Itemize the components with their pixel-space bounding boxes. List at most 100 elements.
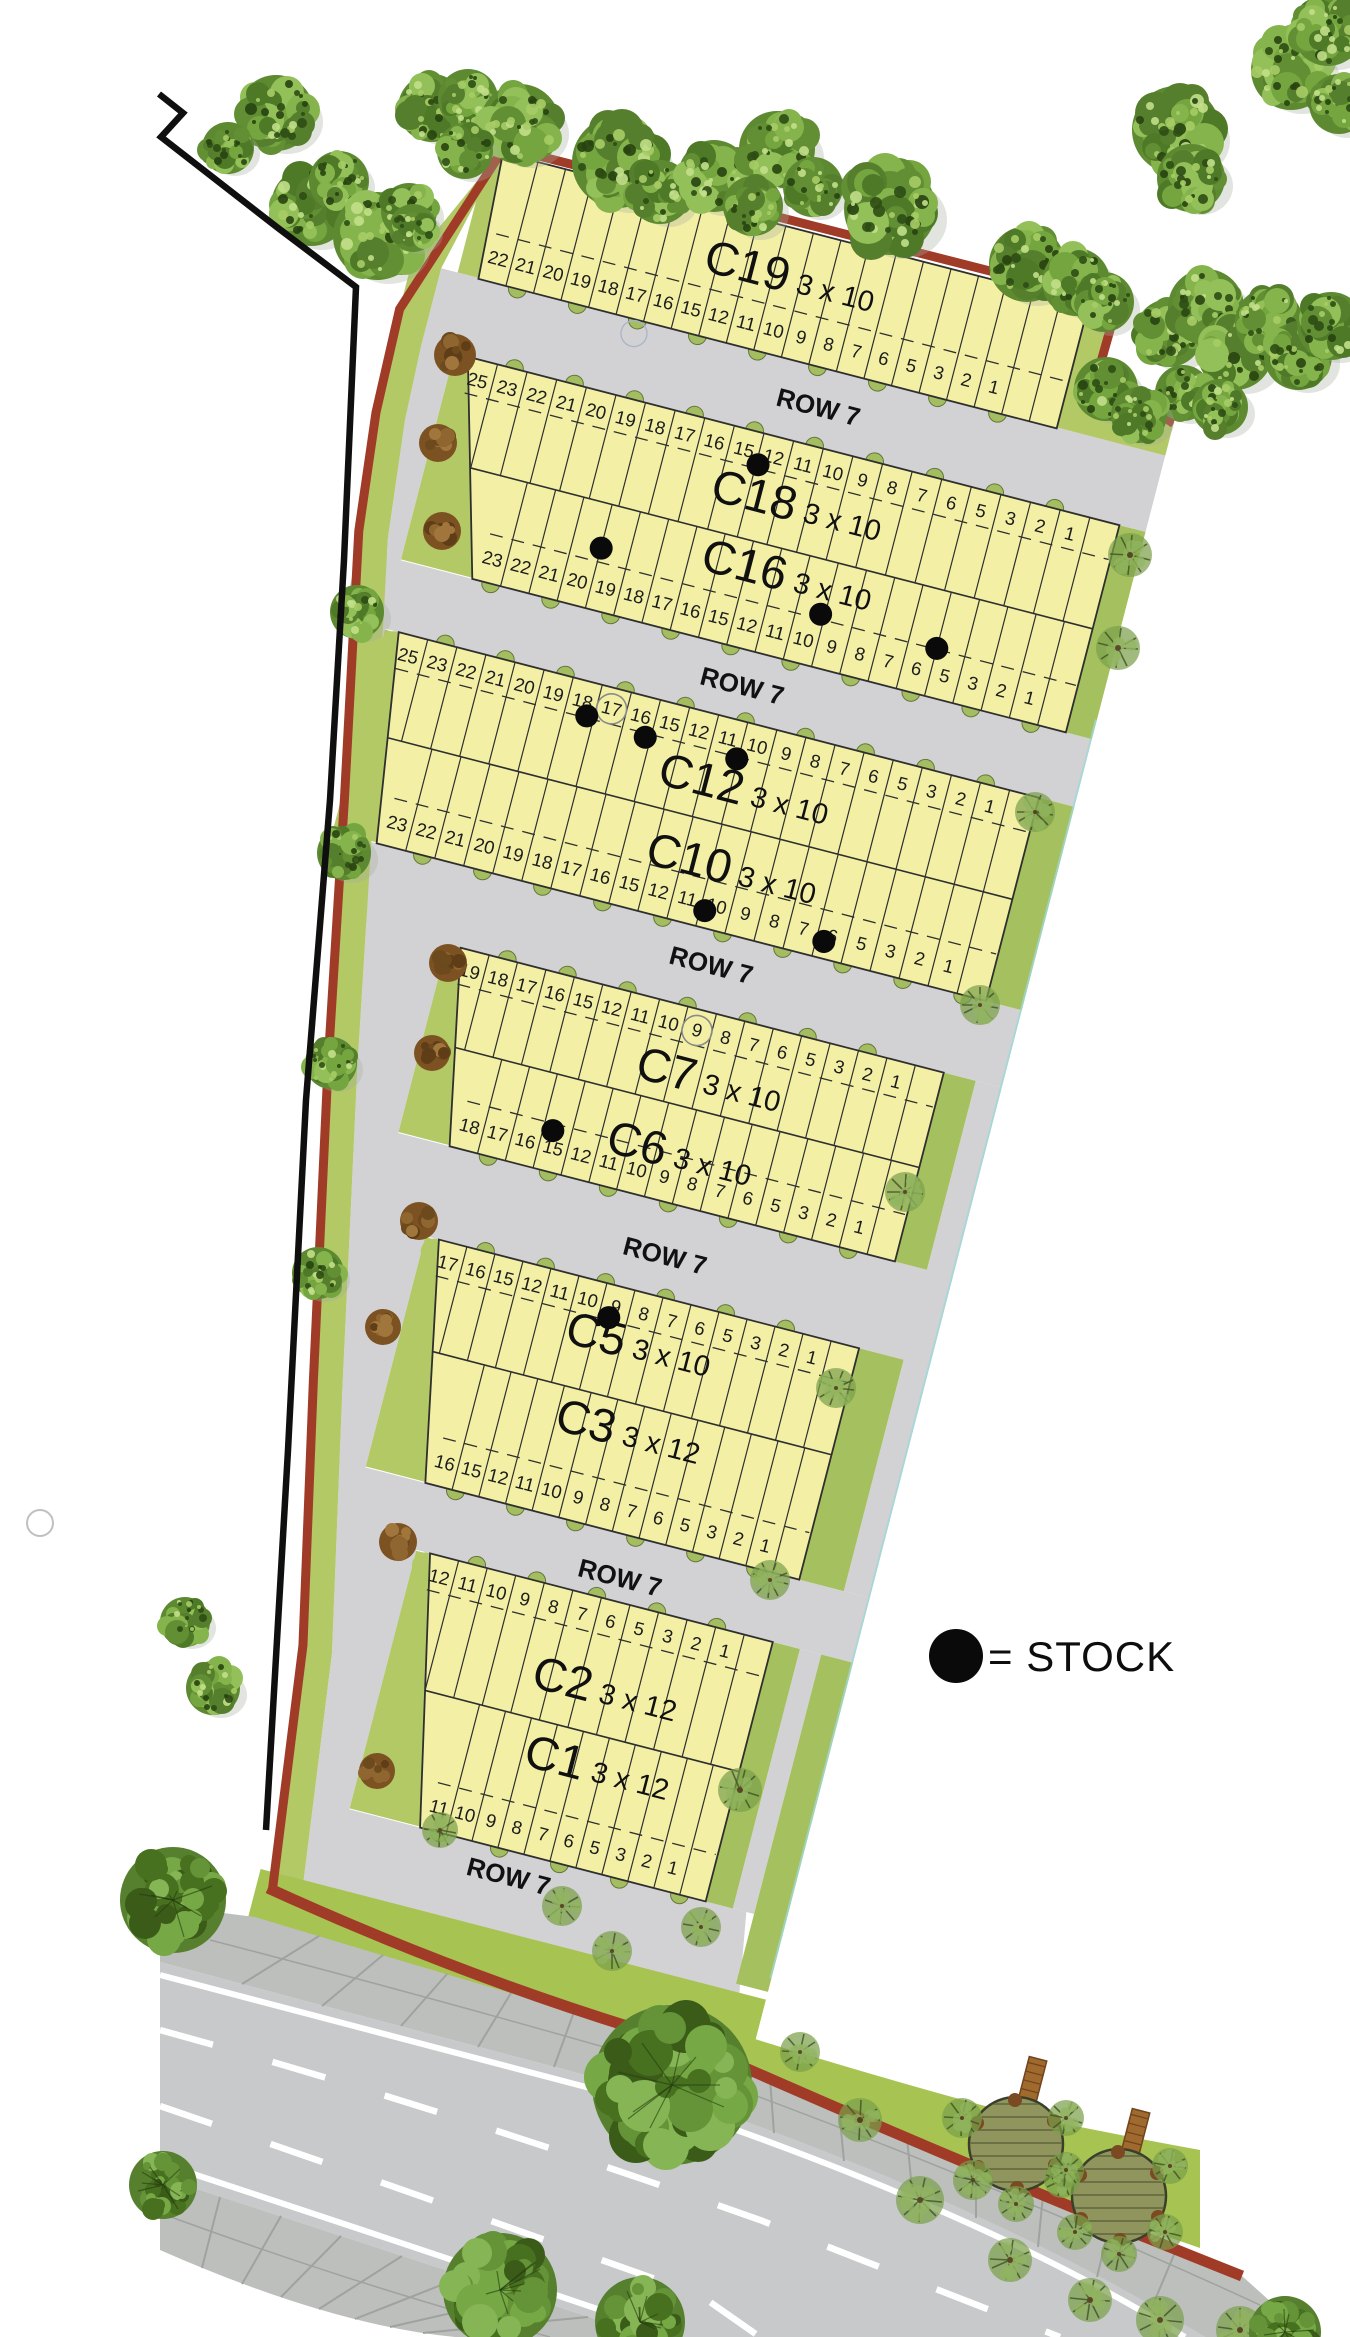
svg-text:6: 6: [775, 1041, 790, 1064]
svg-text:3: 3: [796, 1201, 811, 1224]
svg-text:10: 10: [484, 1579, 509, 1604]
svg-text:7: 7: [796, 917, 811, 940]
svg-text:19: 19: [568, 267, 593, 292]
svg-text:11: 11: [597, 1150, 621, 1175]
svg-text:21: 21: [483, 666, 508, 691]
svg-text:20: 20: [472, 833, 497, 858]
svg-text:9: 9: [824, 635, 839, 658]
svg-text:1: 1: [717, 1639, 732, 1662]
svg-text:2: 2: [912, 947, 927, 970]
svg-text:18: 18: [457, 1113, 482, 1138]
svg-text:19: 19: [593, 575, 618, 600]
svg-text:9: 9: [738, 902, 753, 925]
svg-text:3: 3: [748, 1331, 763, 1354]
svg-text:23: 23: [425, 651, 450, 676]
svg-text:15: 15: [678, 296, 703, 321]
svg-text:21: 21: [443, 826, 468, 851]
svg-text:23: 23: [385, 811, 410, 836]
svg-text:6: 6: [692, 1317, 707, 1340]
svg-text:2: 2: [860, 1063, 875, 1086]
svg-text:16: 16: [513, 1128, 538, 1153]
svg-text:11: 11: [456, 1572, 480, 1597]
svg-text:1: 1: [758, 1534, 773, 1557]
svg-text:9: 9: [855, 468, 870, 491]
svg-text:2: 2: [1033, 514, 1048, 537]
svg-text:2: 2: [994, 679, 1009, 702]
svg-text:22: 22: [414, 818, 439, 843]
svg-text:7: 7: [535, 1823, 550, 1846]
svg-text:= STOCK: = STOCK: [988, 1633, 1175, 1680]
svg-text:7: 7: [914, 484, 929, 507]
svg-text:21: 21: [513, 253, 538, 278]
svg-text:19: 19: [613, 406, 638, 431]
svg-text:12: 12: [486, 1464, 511, 1489]
svg-text:10: 10: [624, 1157, 649, 1182]
svg-text:3: 3: [660, 1625, 675, 1648]
svg-text:8: 8: [718, 1026, 733, 1049]
svg-text:6: 6: [740, 1187, 755, 1210]
svg-text:18: 18: [621, 583, 646, 608]
svg-text:7: 7: [849, 340, 864, 363]
svg-text:11: 11: [548, 1279, 572, 1304]
svg-text:12: 12: [568, 1142, 593, 1167]
svg-text:8: 8: [546, 1595, 561, 1618]
svg-text:10: 10: [453, 1801, 478, 1826]
svg-text:5: 5: [904, 354, 919, 377]
svg-text:9: 9: [517, 1588, 532, 1611]
svg-text:3: 3: [965, 672, 980, 695]
svg-text:1: 1: [1062, 522, 1077, 545]
svg-text:19: 19: [501, 841, 526, 866]
svg-text:22: 22: [508, 553, 533, 578]
svg-text:1: 1: [888, 1070, 903, 1093]
svg-text:5: 5: [973, 499, 988, 522]
svg-text:20: 20: [565, 568, 590, 593]
svg-text:23: 23: [480, 546, 505, 571]
svg-text:2: 2: [639, 1849, 654, 1872]
svg-text:5: 5: [937, 664, 952, 687]
svg-text:11: 11: [513, 1471, 537, 1496]
svg-text:2: 2: [959, 368, 974, 391]
svg-text:22: 22: [454, 658, 479, 683]
svg-text:12: 12: [646, 878, 671, 903]
svg-text:7: 7: [664, 1310, 679, 1333]
svg-text:9: 9: [571, 1486, 586, 1509]
svg-text:15: 15: [617, 871, 642, 896]
svg-text:3: 3: [832, 1055, 847, 1078]
svg-text:22: 22: [524, 383, 549, 408]
svg-text:22: 22: [486, 246, 511, 271]
svg-text:20: 20: [512, 673, 537, 698]
svg-text:9: 9: [657, 1165, 672, 1188]
svg-text:1: 1: [852, 1215, 867, 1238]
svg-text:2: 2: [824, 1208, 839, 1231]
svg-text:9: 9: [779, 742, 794, 765]
svg-text:17: 17: [485, 1121, 510, 1146]
svg-text:2: 2: [953, 787, 968, 810]
svg-text:11: 11: [734, 310, 758, 335]
svg-text:1: 1: [941, 955, 956, 978]
svg-text:1: 1: [804, 1346, 819, 1369]
svg-text:8: 8: [685, 1172, 700, 1195]
svg-text:3: 3: [1003, 507, 1018, 530]
svg-text:6: 6: [944, 491, 959, 514]
svg-text:8: 8: [885, 476, 900, 499]
svg-text:8: 8: [852, 642, 867, 665]
svg-text:10: 10: [575, 1287, 600, 1312]
svg-text:11: 11: [628, 1003, 652, 1028]
svg-text:8: 8: [767, 910, 782, 933]
svg-text:18: 18: [530, 848, 555, 873]
svg-text:17: 17: [623, 282, 648, 307]
svg-text:17: 17: [435, 1250, 460, 1275]
svg-text:6: 6: [651, 1506, 666, 1529]
svg-text:12: 12: [686, 718, 711, 743]
svg-text:12: 12: [599, 995, 624, 1020]
svg-text:1: 1: [986, 375, 1001, 398]
svg-text:8: 8: [509, 1816, 524, 1839]
svg-text:20: 20: [541, 260, 566, 285]
svg-text:8: 8: [636, 1302, 651, 1325]
svg-text:6: 6: [603, 1610, 618, 1633]
svg-text:7: 7: [746, 1033, 761, 1056]
svg-text:5: 5: [631, 1617, 646, 1640]
svg-text:16: 16: [702, 429, 727, 454]
svg-text:11: 11: [676, 886, 700, 911]
svg-text:1: 1: [982, 795, 997, 818]
